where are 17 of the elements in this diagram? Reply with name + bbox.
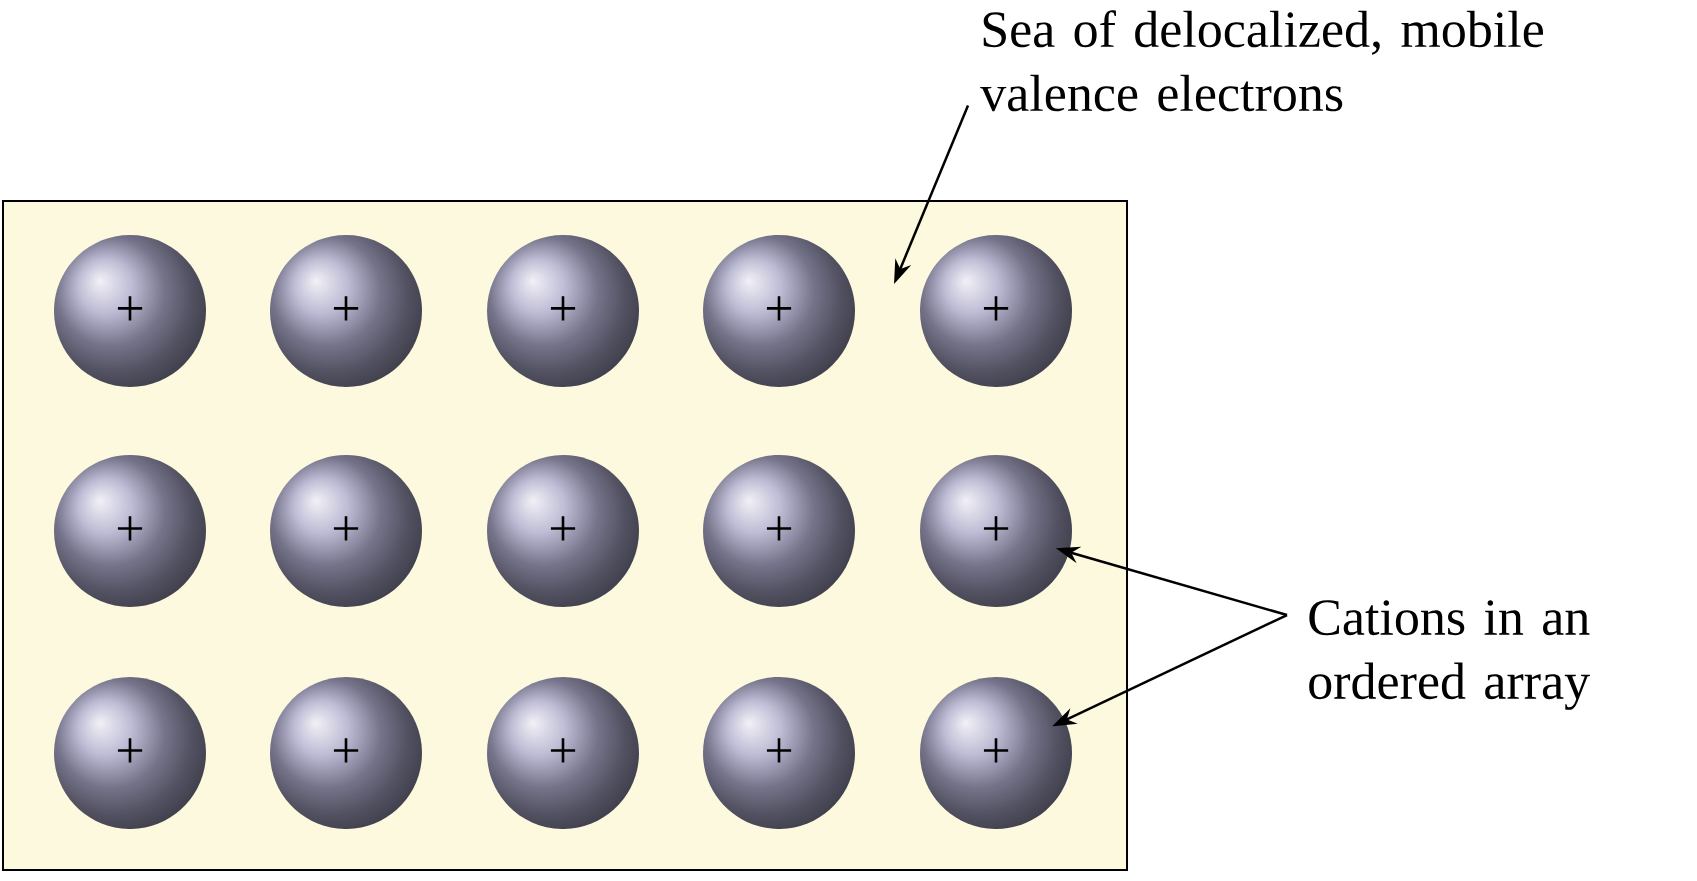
cation-sphere: +: [117, 516, 143, 541]
cation-sphere: +: [766, 296, 792, 321]
cation-sphere: +: [983, 516, 1009, 541]
cation-sphere: +: [766, 738, 792, 763]
cation-sphere: +: [333, 516, 359, 541]
label-text: Sea of delocalized, mobile valence electrons: [980, 10, 1543, 112]
label-text: Cations in an ordered array: [1309, 600, 1590, 710]
cation-sphere: +: [550, 296, 576, 321]
cation-sphere: +: [117, 738, 143, 763]
cation-sphere: +: [550, 738, 576, 763]
cation-sphere: +: [333, 738, 359, 763]
cation-sphere: +: [550, 516, 576, 541]
cation-sphere: +: [766, 516, 792, 541]
cation-sphere: +: [983, 296, 1009, 321]
cation-sphere: +: [983, 738, 1009, 763]
cation-sphere: +: [333, 296, 359, 321]
cation-sphere: +: [117, 296, 143, 321]
